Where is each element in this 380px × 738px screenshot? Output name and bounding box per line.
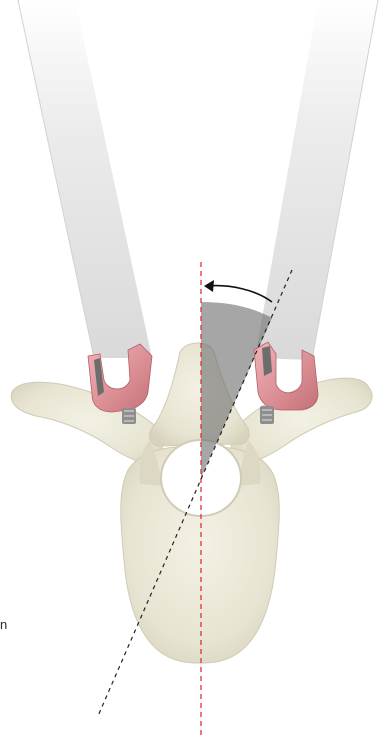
left-extender-sleeve <box>18 0 152 358</box>
angulation-arrowhead <box>204 280 214 292</box>
right-extender <box>255 0 378 360</box>
right-extender-sleeve <box>255 0 378 360</box>
edge-text-fragment: n <box>0 617 7 632</box>
angulation-arc <box>207 286 272 302</box>
left-extender <box>18 0 152 358</box>
